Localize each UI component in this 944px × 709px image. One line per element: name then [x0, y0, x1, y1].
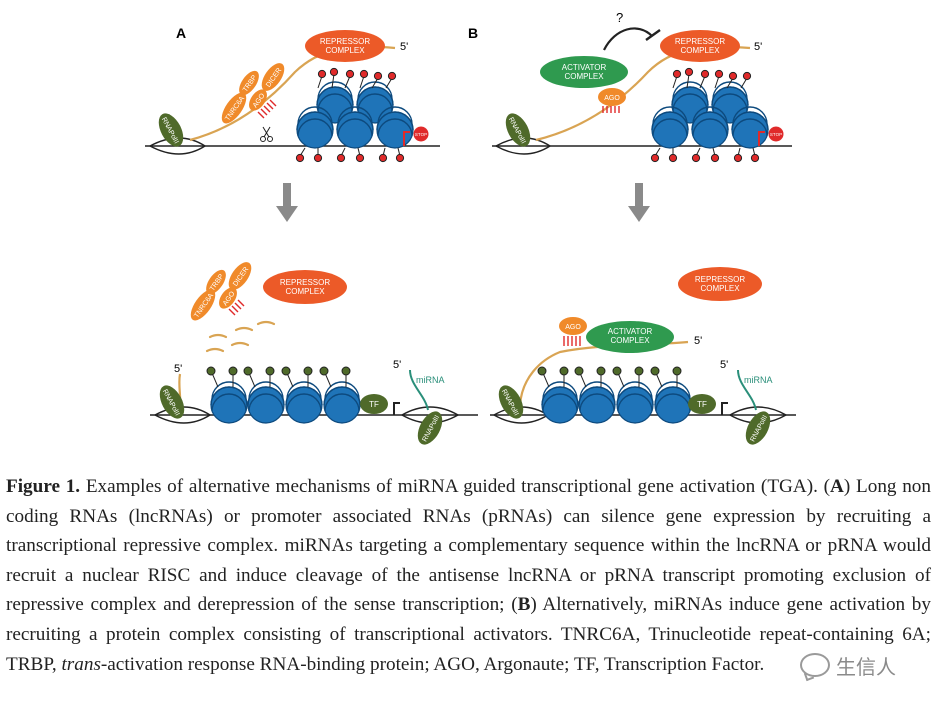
panel-b-label: B	[468, 25, 478, 41]
nucleosome-row-b-bottom	[541, 381, 692, 424]
mirna-duplex-a-bottom	[228, 299, 245, 316]
ago-b-top: AGO	[598, 88, 626, 106]
svg-text:COMPLEX: COMPLEX	[610, 336, 650, 345]
mirna-strand-a-bottom	[409, 369, 429, 411]
svg-text:COMPLEX: COMPLEX	[564, 72, 604, 81]
histone-marks-b-top	[650, 67, 760, 163]
five-prime-b-bottom-right: 5'	[720, 359, 728, 371]
repressor-complex-b-bottom: REPRESSOR COMPLEX	[678, 267, 762, 301]
activator-complex-b-top: ACTIVATOR COMPLEX	[540, 56, 628, 88]
tf-a-bottom: TF	[360, 394, 388, 414]
svg-text:AGO: AGO	[565, 324, 581, 331]
transcription-bubble-b-bottom-right	[729, 406, 788, 424]
rnapolii-b-bottom-right: RNAPolII	[745, 411, 771, 445]
caption-text-b: ) Alternatively, miRNAs induce gene acti…	[6, 594, 931, 675]
caption-trans: trans	[61, 653, 101, 675]
tf-b-bottom: TF	[688, 394, 716, 414]
rnapolii-b-top: RNAPolII	[505, 113, 531, 147]
tss-arrow-b-bottom	[721, 402, 728, 415]
svg-text:COMPLEX: COMPLEX	[700, 284, 740, 293]
mirna-label-b-bottom: miRNA	[744, 375, 773, 385]
five-prime-a-bottom-right: 5'	[393, 359, 401, 371]
histone-marks-a-top	[295, 67, 405, 163]
scissors-icon	[260, 126, 273, 142]
question-mark: ?	[616, 10, 623, 25]
svg-text:STOP: STOP	[770, 132, 782, 137]
nucleosome-row-a-bottom	[210, 381, 361, 424]
rnapolii-a-top: RNAPolII	[158, 113, 184, 147]
down-arrow-a	[276, 183, 298, 222]
caption-intro: Examples of alternative mechanisms of mi…	[80, 476, 831, 497]
ago-b-bottom: AGO	[559, 317, 587, 335]
nucleosome-cluster-b-top	[651, 81, 769, 149]
rnapolii-b-bottom-left: RNAPolII	[498, 385, 524, 419]
stop-arrow-b-top	[758, 131, 765, 146]
svg-text:AGO: AGO	[604, 95, 620, 102]
watermark: 生信人	[800, 650, 940, 680]
svg-text:REPRESSOR: REPRESSOR	[280, 278, 330, 287]
figure-caption: Figure 1. Examples of alternative mechan…	[6, 472, 931, 679]
repressor-complex-a-top: REPRESSOR COMPLEX	[305, 30, 385, 62]
mirna-strand-b-bottom	[737, 369, 757, 411]
five-prime-b-bottom-left: 5'	[694, 335, 702, 347]
risc-complex-a-top: TNRC6A TRBP DICER AGO	[221, 63, 285, 124]
svg-text:REPRESSOR: REPRESSOR	[675, 37, 725, 46]
mirna-tga-diagram: A 5' RNAPolII STOP	[145, 10, 796, 445]
caption-text-end: -activation response RNA-binding protein…	[100, 653, 765, 675]
risc-complex-a-bottom: TNRC6A TRBP DICER AGO	[190, 262, 252, 321]
transcription-bubble-a-bottom-right	[401, 406, 460, 424]
inhibition-bar	[645, 29, 661, 41]
mirna-duplex-a-top	[257, 99, 277, 119]
stop-arrow-a-top	[403, 131, 410, 146]
svg-text:COMPLEX: COMPLEX	[285, 287, 325, 296]
caption-b: B	[517, 594, 531, 616]
stop-sign-b-top: STOP	[768, 126, 784, 142]
svg-text:REPRESSOR: REPRESSOR	[695, 275, 745, 284]
five-prime-b-top: 5'	[754, 41, 762, 53]
svg-text:COMPLEX: COMPLEX	[680, 46, 720, 55]
tss-arrow-a-bottom	[393, 402, 400, 415]
caption-text-a: ) Long non coding RNAs (lncRNAs) or prom…	[6, 476, 931, 616]
repressor-complex-b-top: REPRESSOR COMPLEX	[660, 30, 740, 62]
stop-sign-a-top: STOP	[413, 126, 429, 142]
mirna-duplex-b-top	[602, 106, 620, 113]
panel-a-label: A	[176, 25, 186, 41]
repressor-complex-a-bottom: REPRESSOR COMPLEX	[263, 270, 347, 304]
svg-text:ACTIVATOR: ACTIVATOR	[562, 63, 607, 72]
svg-text:TF: TF	[369, 400, 379, 409]
svg-text:COMPLEX: COMPLEX	[325, 46, 365, 55]
rnapolii-a-bottom-left: RNAPolII	[159, 385, 185, 419]
five-prime-a-top: 5'	[400, 41, 408, 53]
down-arrow-b	[628, 183, 650, 222]
rnapolii-a-bottom-right: RNAPolII	[417, 411, 443, 445]
acetyl-marks-a-bottom	[206, 366, 351, 388]
inhibition-arrow	[603, 27, 653, 51]
five-prime-a-bottom-left: 5'	[174, 363, 182, 375]
nucleosome-cluster-a-top	[296, 81, 414, 149]
rna-fragments	[205, 320, 276, 353]
svg-text:TF: TF	[697, 400, 707, 409]
caption-title: Figure 1.	[6, 476, 81, 497]
activator-complex-b-bottom: ACTIVATOR COMPLEX	[586, 321, 674, 353]
caption-a: A	[830, 476, 844, 497]
svg-text:STOP: STOP	[415, 132, 427, 137]
acetyl-marks-b-bottom	[537, 366, 682, 388]
mirna-duplex-b-bottom	[563, 336, 581, 346]
svg-text:REPRESSOR: REPRESSOR	[320, 37, 370, 46]
watermark-text: 生信人	[836, 654, 896, 679]
mirna-label-a-bottom: miRNA	[416, 375, 445, 385]
chat-bubble-icon	[800, 653, 830, 677]
svg-text:ACTIVATOR: ACTIVATOR	[608, 327, 653, 336]
